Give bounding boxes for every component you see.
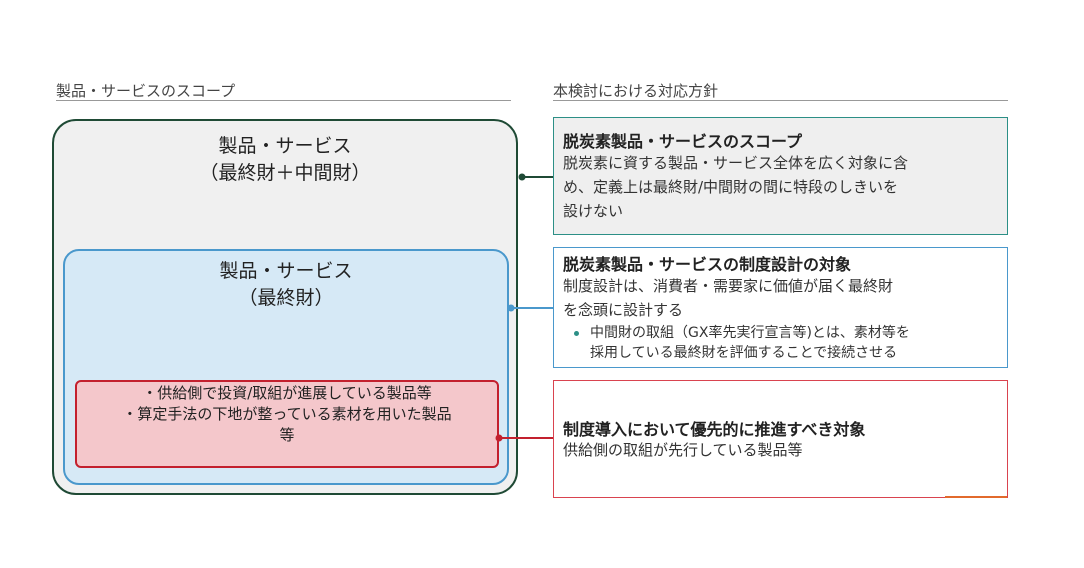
policy-box-design [553,247,1008,368]
bullet-dot-icon [574,331,579,336]
left-header: 製品・サービスのスコープ [56,82,236,100]
policy-scope-body-line: 設けない [563,202,624,220]
inner-box-line2: ・算定手法の下地が整っている素材を用いた製品 [122,405,452,423]
scope-inner-box [75,380,499,468]
inner-box-line1: ・供給側で投資/取組が進展している製品等 [142,384,432,402]
policy-priority-body-line: 供給側の取組が先行している製品等 [563,441,803,459]
middle-box-line2: （最終財） [238,287,334,309]
policy-design-title: 脱炭素製品・サービスの制度設計の対象 [563,255,852,274]
policy-box-scope [553,117,1008,235]
right-header: 本検討における対応方針 [553,82,719,100]
policy-design-body: 制度設計は、消費者・需要家に価値が届く最終財 を念頭に設計する [563,274,1003,322]
policy-scope-body-line: め、定義上は最終財/中間財の間に特段のしきいを [563,178,899,196]
policy-scope-body-line: 脱炭素に資する製品・サービス全体を広く対象に含 [563,154,909,172]
left-header-divider [56,100,511,101]
accent-line [945,496,1007,498]
inner-box-line3: 等 [279,426,295,444]
connector-outer [518,173,553,181]
connector-inner [495,434,553,442]
policy-priority-body: 供給側の取組が先行している製品等 [563,438,1003,462]
middle-box-line1: 製品・サービス [219,260,353,282]
policy-design-bullet: 中間財の取組（GX率先実行宣言等)とは、素材等を 採用している最終財を評価するこ… [590,323,1005,363]
inner-box-text: ・供給側で投資/取組が進展している製品等 ・算定手法の下地が整っている素材を用い… [80,383,494,446]
outer-box-line2: （最終財＋中間財） [199,162,371,184]
right-header-divider [553,100,1008,101]
policy-design-bullet-line: 採用している最終財を評価することで接続させる [590,345,898,361]
policy-scope-body: 脱炭素に資する製品・サービス全体を広く対象に含 め、定義上は最終財/中間財の間に… [563,151,1003,223]
policy-scope-title: 脱炭素製品・サービスのスコープ [563,132,803,151]
connector-middle [507,304,553,312]
policy-box-priority [553,380,1008,498]
middle-box-title: 製品・サービス （最終財） [63,258,509,312]
outer-box-title: 製品・サービス （最終財＋中間財） [52,133,518,187]
policy-design-body-line: 制度設計は、消費者・需要家に価値が届く最終財 [563,277,894,295]
policy-design-body-line: を念頭に設計する [563,301,684,319]
policy-design-bullet-line: 中間財の取組（GX率先実行宣言等)とは、素材等を [590,325,910,341]
outer-box-line1: 製品・サービス [218,135,352,157]
policy-priority-title: 制度導入において優先的に推進すべき対象 [563,420,866,439]
